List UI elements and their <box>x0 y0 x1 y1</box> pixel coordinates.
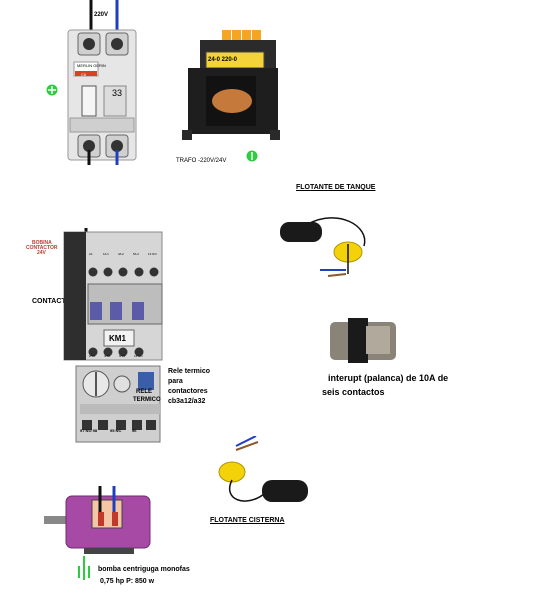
contactor-terminal-bottom-t1: 2/T1 <box>89 354 96 358</box>
ground-icon <box>46 84 58 96</box>
transformer <box>182 30 280 140</box>
relay-desc-line1: Rele termico <box>168 368 211 375</box>
relay-terminal-label-96: 96 <box>132 428 137 433</box>
contactor-terminal-top-l3: 5/L3 <box>133 252 139 256</box>
lever-switch <box>330 318 396 363</box>
relay-overlay-line2: TERMICO <box>133 397 161 403</box>
contactor-tag: KM1 <box>109 334 126 343</box>
coil-label-line1: BOBINA <box>32 240 52 246</box>
switch-desc-line1: interupt (palanca) de 10A de <box>328 373 449 383</box>
pump-desc-line1: bomba centriguga monofas <box>98 566 190 573</box>
switch-desc-line2: seis contactos <box>322 387 385 397</box>
transformer-caption: TRAFO -220V/24V <box>176 158 227 164</box>
contactor-terminal-top-a1: A1 <box>89 252 93 256</box>
contactor <box>63 228 163 361</box>
thermal-relay <box>75 365 161 443</box>
contactor-terminal-bottom-t3: 6/T3 <box>119 354 126 358</box>
breaker-number-label: 33 <box>112 88 123 98</box>
breaker-voltage-label: 220V <box>94 12 109 18</box>
pump-desc-line2: 0,75 hp P: 850 w <box>100 578 155 585</box>
relay-overlay-line1: RELE <box>136 389 153 395</box>
coil-label-line2: CONTACTOR <box>26 245 58 251</box>
contactor-terminal-top-no: 13 NO <box>148 252 157 256</box>
contactor-label: CONTACTOR <box>32 298 77 305</box>
relay-desc-line3: contactores <box>168 388 208 395</box>
relay-desc-line4: cb3a12/a32 <box>168 398 206 405</box>
ground-icon <box>78 556 90 580</box>
breaker-rating-label: C6 <box>81 72 87 77</box>
contactor-terminal-bottom-no: 14 NO <box>134 354 143 358</box>
pump-motor <box>44 486 151 554</box>
float-switch-cistern <box>218 436 308 502</box>
relay-desc-line2: para <box>168 378 183 385</box>
contactor-terminal-top-l1: 1/L1 <box>103 252 109 256</box>
ground-icon <box>246 150 258 162</box>
coil-label-line3: 24V <box>37 250 46 256</box>
relay-terminal-label-97-98: 97 NO 98 <box>80 428 98 433</box>
float-cistern-title: FLOTANTE CISTERNA <box>210 517 285 524</box>
contactor-terminal-bottom-t2: 4/T2 <box>104 354 111 358</box>
transformer-top-label: 24-0 220-0 <box>208 57 238 63</box>
breaker-brand-label: MERLIN GERIN <box>77 63 106 68</box>
float-switch-tank <box>280 217 366 277</box>
circuit-breaker <box>67 0 137 165</box>
float-tank-title: FLOTANTE DE TANQUE <box>296 184 376 191</box>
relay-terminal-label-95: 95 NC <box>110 428 122 433</box>
contactor-terminal-top-l2: 3/L2 <box>118 252 124 256</box>
